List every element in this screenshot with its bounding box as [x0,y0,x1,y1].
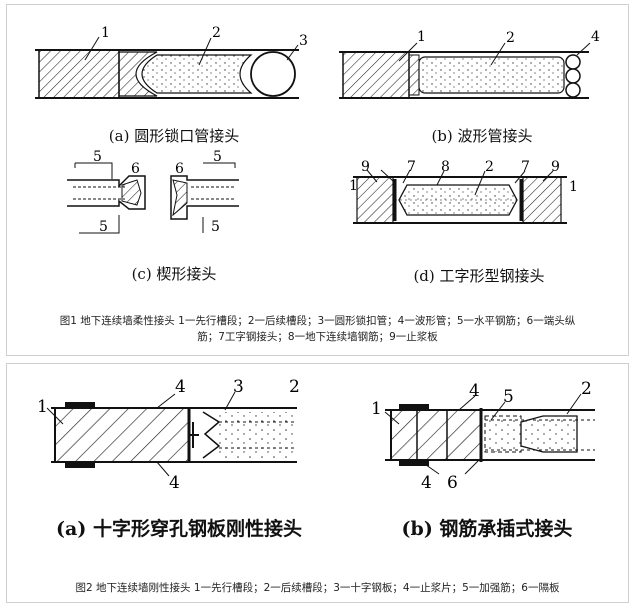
label-d-1a: 1 [349,178,358,194]
leading-panel-2b [390,409,482,461]
label-c-5c: 5 [99,219,108,235]
label-a-2: 2 [212,25,221,41]
figure-2-rigid-joints: 1 4 3 2 4 1 4 5 [6,363,629,603]
circular-lock-pipe [250,51,296,97]
label-d-8: 8 [441,159,450,175]
leading-panel-a [38,49,120,99]
figure-1-drawing: 1 2 3 1 2 4 [35,25,600,235]
label-b-1: 1 [417,29,426,45]
diagram-b-corrugated-pipe: 1 2 4 [339,29,600,99]
figure-2-caption: 图2 地下连续墙刚性接头 1一先行槽段；2一后续槽段；3一十字钢板；4一止浆片；… [75,582,560,594]
label-2b-4a: 4 [469,381,480,401]
subtitle-b: (b) 波形管接头 [431,127,533,145]
label-c-5a: 5 [93,149,102,165]
figure-1-caption-line-2: 筋；7工字钢接头；8一地下连续墙钢筋；9一止浆板 [197,331,438,343]
label-2a-4b: 4 [169,473,180,493]
label-2b-6: 6 [447,473,458,493]
following-panel-2b [520,415,578,453]
label-c-6a: 6 [131,161,140,177]
following-panel-b [418,56,565,94]
subtitle-2a: (a) 十字形穿孔钢板刚性接头 [56,518,302,540]
label-2b-5: 5 [503,387,514,407]
leading-panel-2a [54,407,190,463]
subtitle-c: (c) 楔形接头 [131,265,217,283]
diagram-c-wedge-joint: 5 6 6 5 5 5 [67,149,239,235]
figure-1-flexible-joints: 1 2 3 1 2 4 [6,4,629,356]
label-2a-1: 1 [37,397,48,417]
label-d-1b: 1 [569,179,578,195]
leading-panel-b [342,51,410,99]
label-2a-3: 3 [233,377,244,397]
label-2b-2: 2 [581,379,592,399]
label-c-5b: 5 [213,149,222,165]
label-d-7a: 7 [407,159,416,175]
label-d-9a: 9 [361,159,370,175]
label-d-2: 2 [485,159,494,175]
following-panel-2a [219,412,295,458]
label-2b-4b: 4 [421,473,432,493]
figure-2-drawing: 1 4 3 2 4 1 4 5 [37,377,595,493]
leading-panel-d [356,176,394,224]
subtitle-2b: (b) 钢筋承插式接头 [401,518,573,540]
subtitle-d: (d) 工字形型钢接头 [413,267,545,285]
label-2a-2: 2 [289,377,300,397]
label-b-4: 4 [591,29,600,45]
label-2a-4a: 4 [175,377,186,397]
label-a-1: 1 [101,25,110,41]
label-b-2: 2 [506,30,515,46]
label-d-9b: 9 [551,159,560,175]
label-a-3: 3 [299,33,308,49]
following-panel-d [522,176,562,224]
diagram-2b-rebar-socket: 1 4 5 2 4 6 [371,379,595,493]
figure-1-caption: 图1 地下连续墙柔性接头 1一先行槽段；2一后续槽段；3一圆形锁扣管；4一波形管… [7,313,628,345]
diagram-a-circular-lock-pipe: 1 2 3 [35,25,308,99]
label-2b-1: 1 [371,399,382,419]
label-c-5d: 5 [211,219,220,235]
diagram-d-i-beam-joint: 1 9 7 8 2 7 9 1 [349,159,578,224]
diagram-2a-cross-steel-plate: 1 4 3 2 4 [37,377,300,493]
following-panel-a [141,54,253,94]
subtitle-a: (a) 圆形锁口管接头 [108,127,240,145]
label-c-6b: 6 [175,161,184,177]
figure-1-caption-line-1: 图1 地下连续墙柔性接头 1一先行槽段；2一后续槽段；3一圆形锁扣管；4一波形管… [59,315,576,327]
label-d-7b: 7 [521,159,530,175]
